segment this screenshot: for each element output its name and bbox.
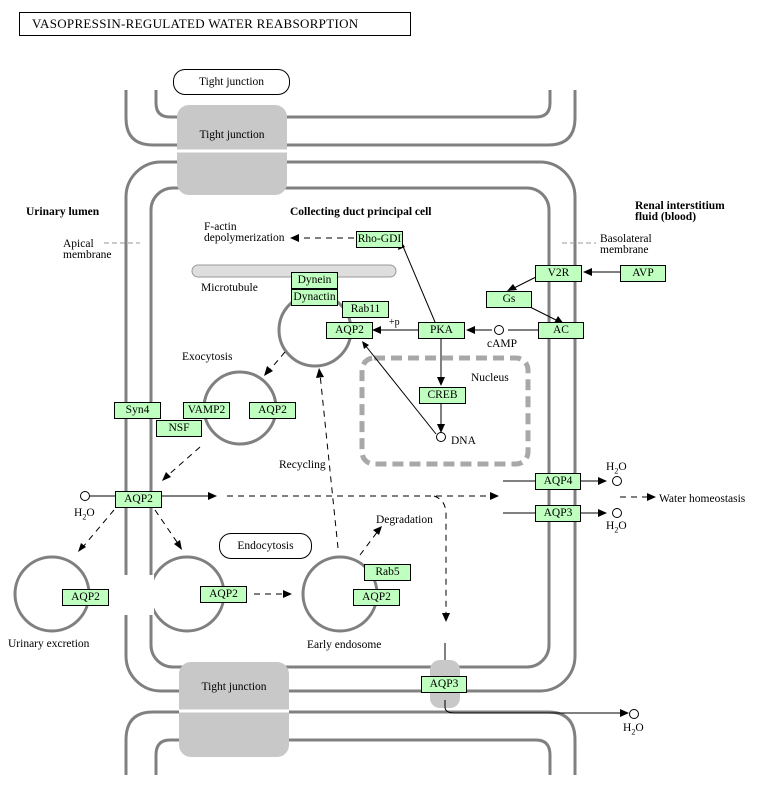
principal-cell-label: Collecting duct principal cell	[290, 206, 432, 218]
gene-vamp2[interactable]: VAMP2	[183, 402, 230, 419]
dna-node	[436, 432, 446, 442]
gene-syn4[interactable]: Syn4	[114, 402, 161, 419]
gene-dynactin[interactable]: Dynactin	[291, 289, 338, 306]
recycling-label: Recycling	[279, 459, 326, 471]
lower-cell-inner-membrane	[154, 738, 552, 775]
factin-label: F-actin depolymerization	[204, 221, 285, 244]
gene-avp[interactable]: AVP	[620, 265, 666, 282]
upper-cell-outer-membrane	[124, 90, 577, 147]
gene-nsf[interactable]: NSF	[156, 420, 202, 437]
gene-creb[interactable]: CREB	[419, 387, 466, 404]
gene-gs[interactable]: Gs	[486, 291, 532, 308]
basolateral-membrane-label: Basolateral membrane	[600, 233, 652, 256]
gene-rab11[interactable]: Rab11	[342, 301, 389, 318]
tight-junction-pill-top: Tight junction	[173, 69, 290, 95]
interstitium-label: Renal interstitium fluid (blood)	[635, 200, 725, 223]
gene-aqp2-exocytosis[interactable]: AQP2	[249, 402, 296, 419]
gene-aqp3[interactable]: AQP3	[535, 505, 581, 522]
gene-aqp2-excretion[interactable]: AQP2	[62, 589, 109, 606]
h2o-label-aqp4: H2O	[606, 461, 627, 476]
phosphorylation-label: +p	[389, 317, 400, 328]
gene-aqp2-endocytosis[interactable]: AQP2	[200, 586, 247, 603]
water-homeostasis-label: Water homeostasis	[659, 493, 746, 505]
h2o-left	[80, 491, 90, 501]
h2o-label-bottom: H2O	[623, 722, 644, 737]
gene-ac[interactable]: AC	[538, 322, 584, 339]
degradation-label: Degradation	[376, 514, 433, 526]
diagram-title: VASOPRESSIN-REGULATED WATER REABSORPTION	[19, 12, 411, 36]
gene-v2r[interactable]: V2R	[535, 265, 582, 282]
gene-aqp2-early-endosome[interactable]: AQP2	[353, 589, 400, 606]
h2o-aqp4	[612, 476, 622, 486]
h2o-label-aqp3: H2O	[606, 520, 627, 535]
dna-label: DNA	[451, 435, 476, 447]
upper-cell-inner-membrane	[154, 90, 552, 119]
apical-membrane-label: Apical membrane	[63, 238, 112, 261]
lower-cell-outer-membrane	[124, 710, 577, 775]
principal-cell-outer-membrane	[124, 160, 577, 693]
camp-compound	[494, 325, 504, 335]
nucleus-boundary	[359, 355, 531, 467]
urinary-excretion-label: Urinary excretion	[8, 638, 90, 650]
tight-junction-lower: Tight junction	[201, 681, 267, 693]
nucleus-label: Nucleus	[471, 372, 509, 384]
h2o-label-left: H2O	[74, 507, 95, 522]
gene-rab5[interactable]: Rab5	[364, 564, 411, 581]
gene-aqp4[interactable]: AQP4	[535, 473, 581, 490]
early-endosome-label: Early endosome	[307, 639, 382, 651]
endocytosis-pill: Endocytosis	[219, 533, 312, 559]
h2o-bottom	[629, 709, 639, 719]
gene-aqp3-bottom[interactable]: AQP3	[421, 676, 467, 693]
gene-dynein[interactable]: Dynein	[291, 272, 338, 289]
microtubule-label: Microtubule	[201, 282, 258, 294]
gene-aqp2-vesicle[interactable]: AQP2	[326, 322, 373, 339]
exocytosis-label: Exocytosis	[182, 351, 233, 363]
gene-rho-gdi[interactable]: Rho-GDI	[356, 231, 403, 248]
h2o-aqp3	[612, 508, 622, 518]
camp-label: cAMP	[487, 338, 518, 350]
gene-aqp2-membrane[interactable]: AQP2	[115, 491, 162, 508]
tight-junction-upper: Tight junction	[199, 129, 265, 141]
urinary-lumen-label: Urinary lumen	[26, 206, 100, 218]
principal-cell-inner-membrane	[149, 186, 551, 669]
gene-pka[interactable]: PKA	[418, 322, 465, 339]
